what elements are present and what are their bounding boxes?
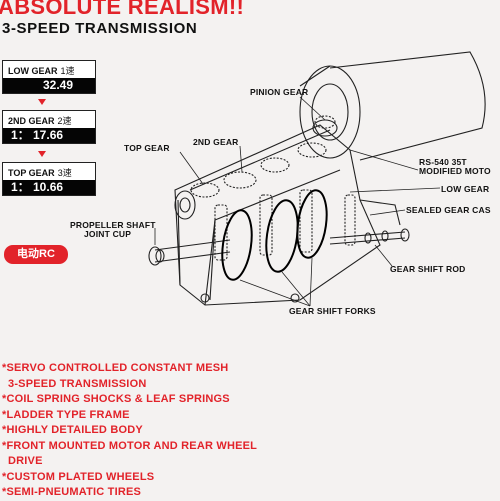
shift-fork-1: [221, 209, 253, 281]
gear-ratio-low: 32.49: [3, 78, 95, 93]
shift-fork-3: [296, 189, 328, 259]
motor-can-outline: [329, 51, 486, 161]
headline: ABSOLUTE REALISM!!: [0, 0, 245, 19]
callout-top-gear: TOP GEAR: [124, 143, 170, 153]
pinion-gear: [312, 119, 338, 137]
gear-speed-low: 1速: [60, 66, 75, 76]
callout-sealed-gear-case: SEALED GEAR CAS: [406, 205, 491, 215]
feature-item: 3-SPEED TRANSMISSION: [8, 377, 147, 390]
gear-speed-second: 2速: [57, 116, 72, 126]
callout-2nd-gear: 2ND GEAR: [193, 137, 239, 147]
callout-low-gear: LOW GEAR: [441, 184, 490, 194]
gear-ratio-second: 1： 17.66: [3, 128, 95, 143]
subheadline: 3-SPEED TRANSMISSION: [2, 20, 198, 37]
gear-label-low: LOW GEAR: [8, 66, 58, 76]
feature-item: DRIVE: [8, 455, 43, 467]
feature-item: *SEMI-PNEUMATIC TIRES: [2, 486, 142, 498]
gear-speed-top: 3速: [57, 168, 72, 178]
arrow-down-icon: [38, 99, 46, 105]
feature-item: *COIL SPRING SHOCKS & LEAF SPRINGS: [2, 393, 230, 405]
arrow-down-icon: [38, 151, 46, 157]
callout-motor-line1: RS-540 35T: [419, 157, 467, 167]
gear-label-top: TOP GEAR: [8, 168, 55, 178]
top-gear: [190, 182, 220, 198]
second-gear: [223, 171, 257, 189]
feature-item: *LADDER TYPE FRAME: [2, 408, 130, 421]
feature-item: *CUSTOM PLATED WHEELS: [2, 470, 155, 483]
callout-gear-shift-forks: GEAR SHIFT FORKS: [289, 306, 376, 316]
callout-pinion-gear: PINION GEAR: [250, 87, 309, 97]
feature-item: *HIGHLY DETAILED BODY: [2, 424, 143, 436]
feature-item: *FRONT MOUNTED MOTOR AND REAR WHEEL: [2, 439, 258, 452]
joint-cup: [148, 246, 162, 266]
gear-label-second: 2ND GEAR: [8, 116, 55, 126]
shift-rod-end: [400, 228, 410, 242]
electric-rc-badge: 电动RC: [4, 245, 68, 264]
callout-propeller-shaft-line2: JOINT CUP: [84, 229, 132, 239]
callout-propeller-shaft-line1: PROPELLER SHAFT: [70, 220, 156, 230]
feature-list: *SERVO CONTROLLED CONSTANT MESH 3-SPEED …: [2, 361, 257, 501]
feature-item: *SERVO CONTROLLED CONSTANT MESH: [2, 362, 229, 374]
callout-motor-line2: MODIFIED MOTO: [419, 166, 491, 176]
shift-fork-2: [265, 199, 299, 273]
gear-case-outline: [174, 124, 381, 306]
gear-ratio-top: 1： 10.66: [3, 180, 95, 195]
callout-gear-shift-rod: GEAR SHIFT ROD: [390, 264, 466, 274]
